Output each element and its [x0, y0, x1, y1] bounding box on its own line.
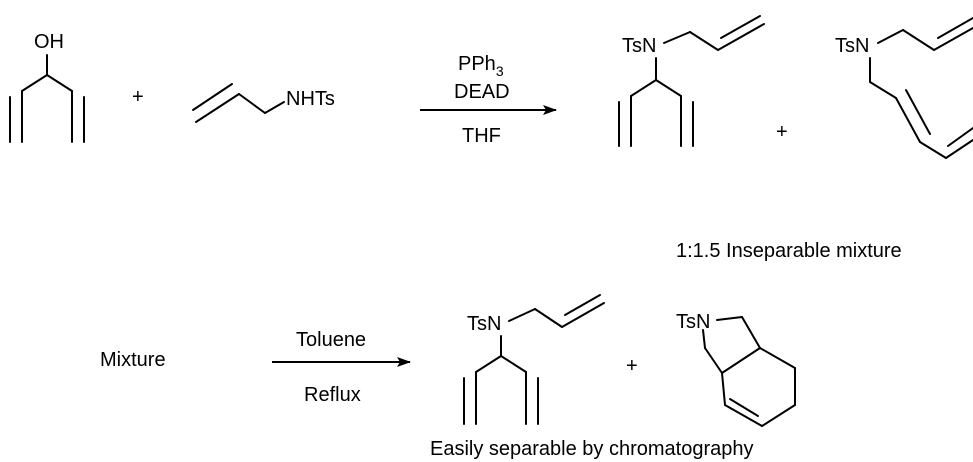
tsn-label-2: TsN: [835, 35, 869, 57]
plus-sign-3: +: [626, 355, 638, 377]
product-bicyclic-isoindoline: TsN: [676, 311, 796, 427]
hydroxyl-label: OH: [34, 31, 64, 53]
reaction-arrow-1: PPh3 DEAD THF: [420, 53, 557, 147]
linear-amide-bonds: [869, 17, 973, 159]
tsn-label-3: TsN: [467, 313, 501, 335]
plus-sign-2: +: [776, 121, 788, 143]
tsn-label: TsN: [622, 35, 656, 57]
reactant-allyl-tosylamide: NHTs: [192, 83, 335, 123]
dienol-bonds: [9, 54, 85, 143]
product-linear-amide: TsN: [835, 17, 973, 159]
recovered-amide-bonds: [463, 294, 605, 425]
reaction-arrow-2: Toluene Reflux: [272, 329, 411, 406]
product-recovered-amide: TsN: [463, 294, 605, 425]
reactant-dienol: OH: [9, 31, 85, 143]
product-branched-amide: TsN: [618, 15, 765, 147]
plus-sign-1: +: [132, 86, 144, 108]
allyl-bonds: [192, 83, 285, 123]
reagent-dead: DEAD: [454, 81, 510, 103]
mixture-ratio-note: 1:1.5 Inseparable mixture: [676, 240, 902, 262]
solvent-toluene: Toluene: [296, 329, 366, 351]
bicyclic-bonds: [702, 316, 796, 427]
condition-reflux: Reflux: [304, 384, 361, 406]
branched-amide-bonds: [618, 15, 765, 147]
solvent-thf: THF: [462, 125, 501, 147]
reagent-pph3: PPh3: [458, 53, 504, 79]
nhts-label: NHTs: [286, 88, 335, 110]
tsn-label-4: TsN: [676, 311, 710, 333]
mixture-label: Mixture: [100, 349, 166, 371]
separation-note: Easily separable by chromatography: [430, 438, 754, 460]
